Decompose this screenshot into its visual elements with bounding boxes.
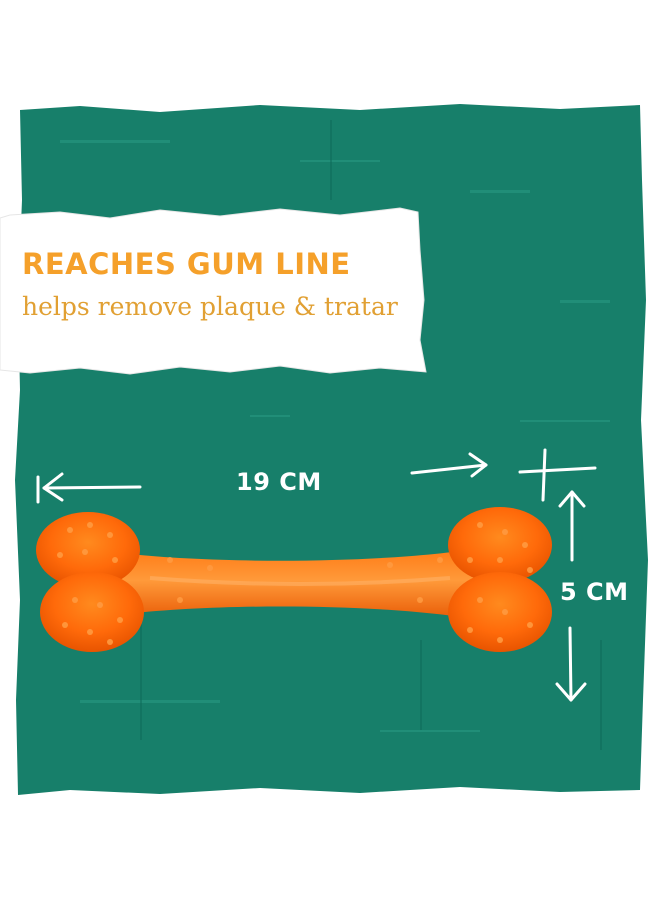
torn-paper-label xyxy=(0,207,427,375)
width-label: 5 CM xyxy=(560,578,629,606)
down-arrow-icon xyxy=(555,626,587,702)
length-label: 19 CM xyxy=(236,468,322,496)
dark-texture xyxy=(140,120,602,750)
up-arrow-icon xyxy=(558,490,586,562)
grunge-texture xyxy=(60,140,610,732)
green-background xyxy=(15,104,648,795)
left-arrow-icon xyxy=(36,472,142,504)
corner-cross-icon xyxy=(518,448,597,502)
bone-chew-toy xyxy=(36,507,552,652)
right-arrow-icon xyxy=(410,452,488,478)
